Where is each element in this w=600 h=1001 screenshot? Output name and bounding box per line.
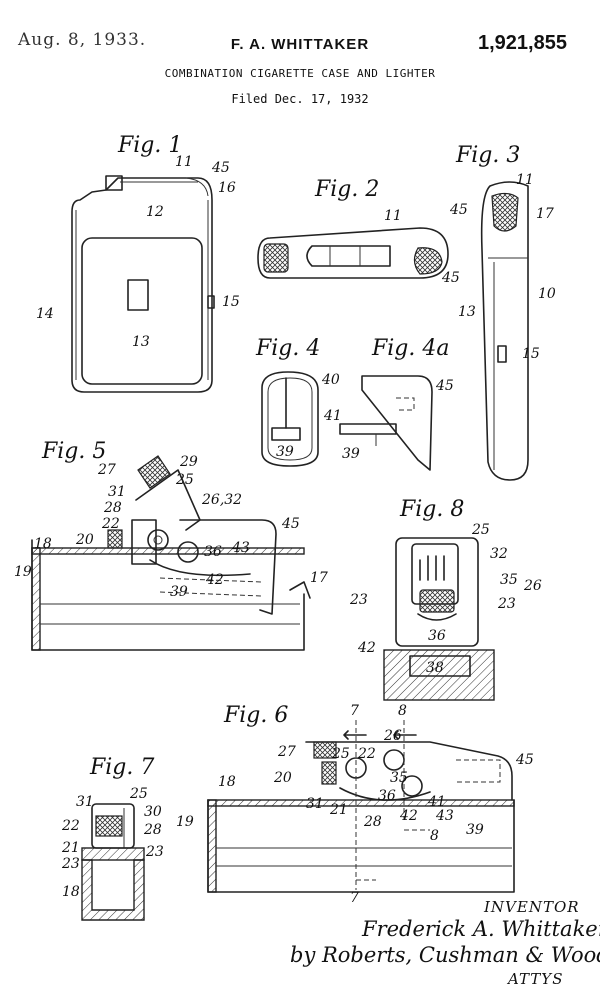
ref-10: 10: [538, 286, 556, 302]
ref-17-fig5: 17: [310, 570, 328, 586]
figure-5: Fig. 5 27 29 25 31 28 26,32 22 20 18 19 …: [14, 439, 328, 650]
ref-27: 27: [97, 462, 116, 478]
ref-31-fig6: 31: [306, 796, 324, 812]
ref-39: 39: [276, 444, 294, 460]
fig7-label: Fig. 7: [89, 755, 154, 780]
fig3-label: Fig. 3: [455, 143, 520, 168]
fig8-label: Fig. 8: [399, 497, 464, 522]
ref-11-fig2: 11: [384, 208, 402, 224]
ref-45: 45: [211, 160, 230, 176]
ref-39-fig4a: 39: [342, 446, 360, 462]
ref-42: 42: [205, 572, 224, 588]
ref-31-fig7: 31: [76, 794, 94, 810]
ref-19-fig6: 19: [176, 814, 194, 830]
ref-16: 16: [218, 180, 236, 196]
figure-2: Fig. 2 11 45: [258, 177, 460, 286]
ref-26: 26: [523, 578, 542, 594]
fig6-label: Fig. 6: [223, 703, 288, 728]
ref-13-fig3: 13: [458, 304, 476, 320]
ref-28: 28: [103, 500, 122, 516]
ref-20-fig6: 20: [273, 770, 292, 786]
ref-26-32: 26,32: [201, 492, 242, 508]
ref-7-bottom: 7: [350, 890, 359, 906]
ref-15: 15: [222, 294, 240, 310]
ref-25-fig6: 25: [331, 746, 350, 762]
ref-30: 30: [144, 804, 162, 820]
ref-36-fig6: 36: [378, 788, 396, 804]
ref-39-fig6: 39: [466, 822, 484, 838]
signature-block: INVENTOR Frederick A. Whittaker by Rober…: [290, 898, 600, 988]
ref-13: 13: [132, 334, 150, 350]
ref-23: 23: [349, 592, 368, 608]
fig2-label: Fig. 2: [314, 177, 379, 202]
ref-32: 32: [490, 546, 508, 562]
ref-23-right: 23: [497, 596, 516, 612]
ref-45-fig2: 45: [441, 270, 460, 286]
ref-21-fig6: 21: [329, 802, 348, 818]
figure-7: Fig. 7 31 25 30 22 28 21 23 23 18: [61, 755, 164, 920]
ref-23-fig7-right: 23: [145, 844, 164, 860]
ref-45-fig5: 45: [281, 516, 300, 532]
ref-45-fig4a: 45: [435, 378, 454, 394]
figure-3: Fig. 3 11 45 17 10 13 15: [449, 143, 556, 480]
ref-36: 36: [204, 544, 222, 560]
ref-35-fig6: 35: [390, 770, 408, 786]
ref-42-fig8: 42: [357, 640, 376, 656]
ref-22-fig6: 22: [357, 746, 376, 762]
ref-25: 25: [175, 472, 194, 488]
inventor-label: INVENTOR: [483, 898, 580, 916]
ref-35: 35: [500, 572, 518, 588]
ref-18-fig7: 18: [62, 884, 80, 900]
ref-42-fig6: 42: [399, 808, 418, 824]
ref-28-fig7: 28: [143, 822, 162, 838]
ref-45-fig6: 45: [515, 752, 534, 768]
ref-27-fig6: 27: [277, 744, 296, 760]
ref-12: 12: [146, 204, 164, 220]
ref-15-fig3: 15: [522, 346, 540, 362]
ref-11-fig3: 11: [516, 172, 534, 188]
figure-4a: Fig. 4a 40 41 39 45: [321, 336, 454, 470]
figure-1: Fig. 1 11 45 16 12 14 15 13: [36, 133, 240, 392]
fig1-label: Fig. 1: [117, 133, 182, 158]
attys-label: ATTYS: [506, 970, 563, 988]
ref-43: 43: [231, 540, 250, 556]
ref-22: 22: [101, 516, 120, 532]
fig5-label: Fig. 5: [41, 439, 106, 464]
ref-19: 19: [14, 564, 32, 580]
ref-22-fig7: 22: [61, 818, 80, 834]
ref-38: 38: [426, 660, 444, 676]
ref-41: 41: [323, 408, 342, 424]
ref-8: 8: [398, 703, 407, 719]
fig4a-label: Fig. 4a: [371, 336, 449, 361]
ref-25-fig8: 25: [471, 522, 490, 538]
ref-18: 18: [34, 536, 52, 552]
ref-40: 40: [321, 372, 340, 388]
ref-7: 7: [350, 703, 359, 719]
ref-26-fig6: 26: [383, 728, 402, 744]
ref-36-fig8: 36: [428, 628, 446, 644]
ref-31: 31: [108, 484, 126, 500]
ref-20: 20: [75, 532, 94, 548]
figure-8: Fig. 8 25 32 35 26 23 23 36 42 38: [349, 497, 542, 700]
ref-28-fig6: 28: [363, 814, 382, 830]
ref-17: 17: [536, 206, 554, 222]
ref-21: 21: [61, 840, 80, 856]
figure-6: Fig. 6 7 8 25 22 26 27 35 20 18 36 41 31…: [176, 703, 534, 906]
fig4-label: Fig. 4: [255, 336, 320, 361]
ref-43-fig6: 43: [435, 808, 454, 824]
ref-23-fig7-left: 23: [61, 856, 80, 872]
ref-45-fig3: 45: [449, 202, 468, 218]
inventor-signature: Frederick A. Whittaker: [361, 917, 600, 941]
figure-4: Fig. 4 39: [255, 336, 320, 466]
ref-39-fig5: 39: [170, 584, 188, 600]
ref-11: 11: [175, 154, 193, 170]
ref-29: 29: [179, 454, 198, 470]
ref-25-fig7: 25: [129, 786, 148, 802]
ref-18-fig6: 18: [218, 774, 236, 790]
ref-8-bottom: 8: [430, 828, 439, 844]
attorney-signature: by Roberts, Cushman & Woodbury: [290, 943, 600, 967]
ref-14: 14: [36, 306, 54, 322]
